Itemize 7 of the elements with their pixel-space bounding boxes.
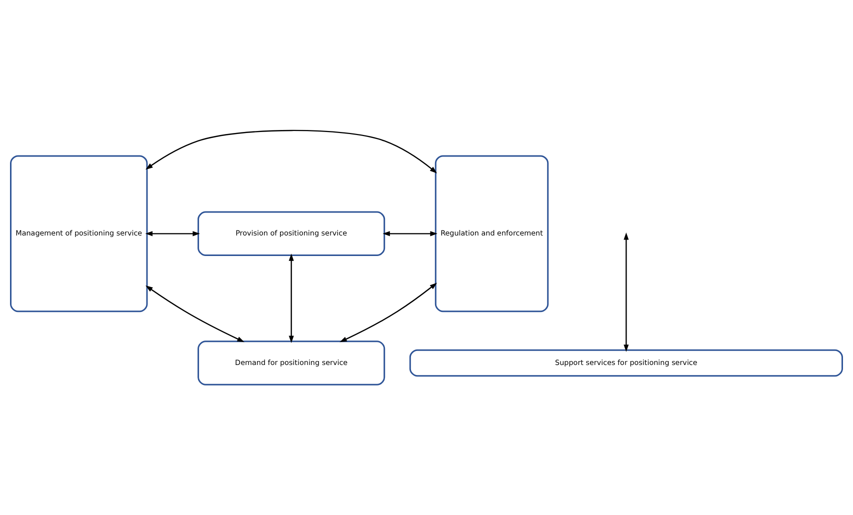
arrow: [340, 282, 438, 342]
arrow: [288, 254, 294, 344]
arrow: [624, 232, 629, 352]
arrow: [145, 231, 200, 236]
arrow: [146, 130, 438, 174]
arrow: [146, 285, 244, 342]
arrow: [382, 231, 438, 236]
